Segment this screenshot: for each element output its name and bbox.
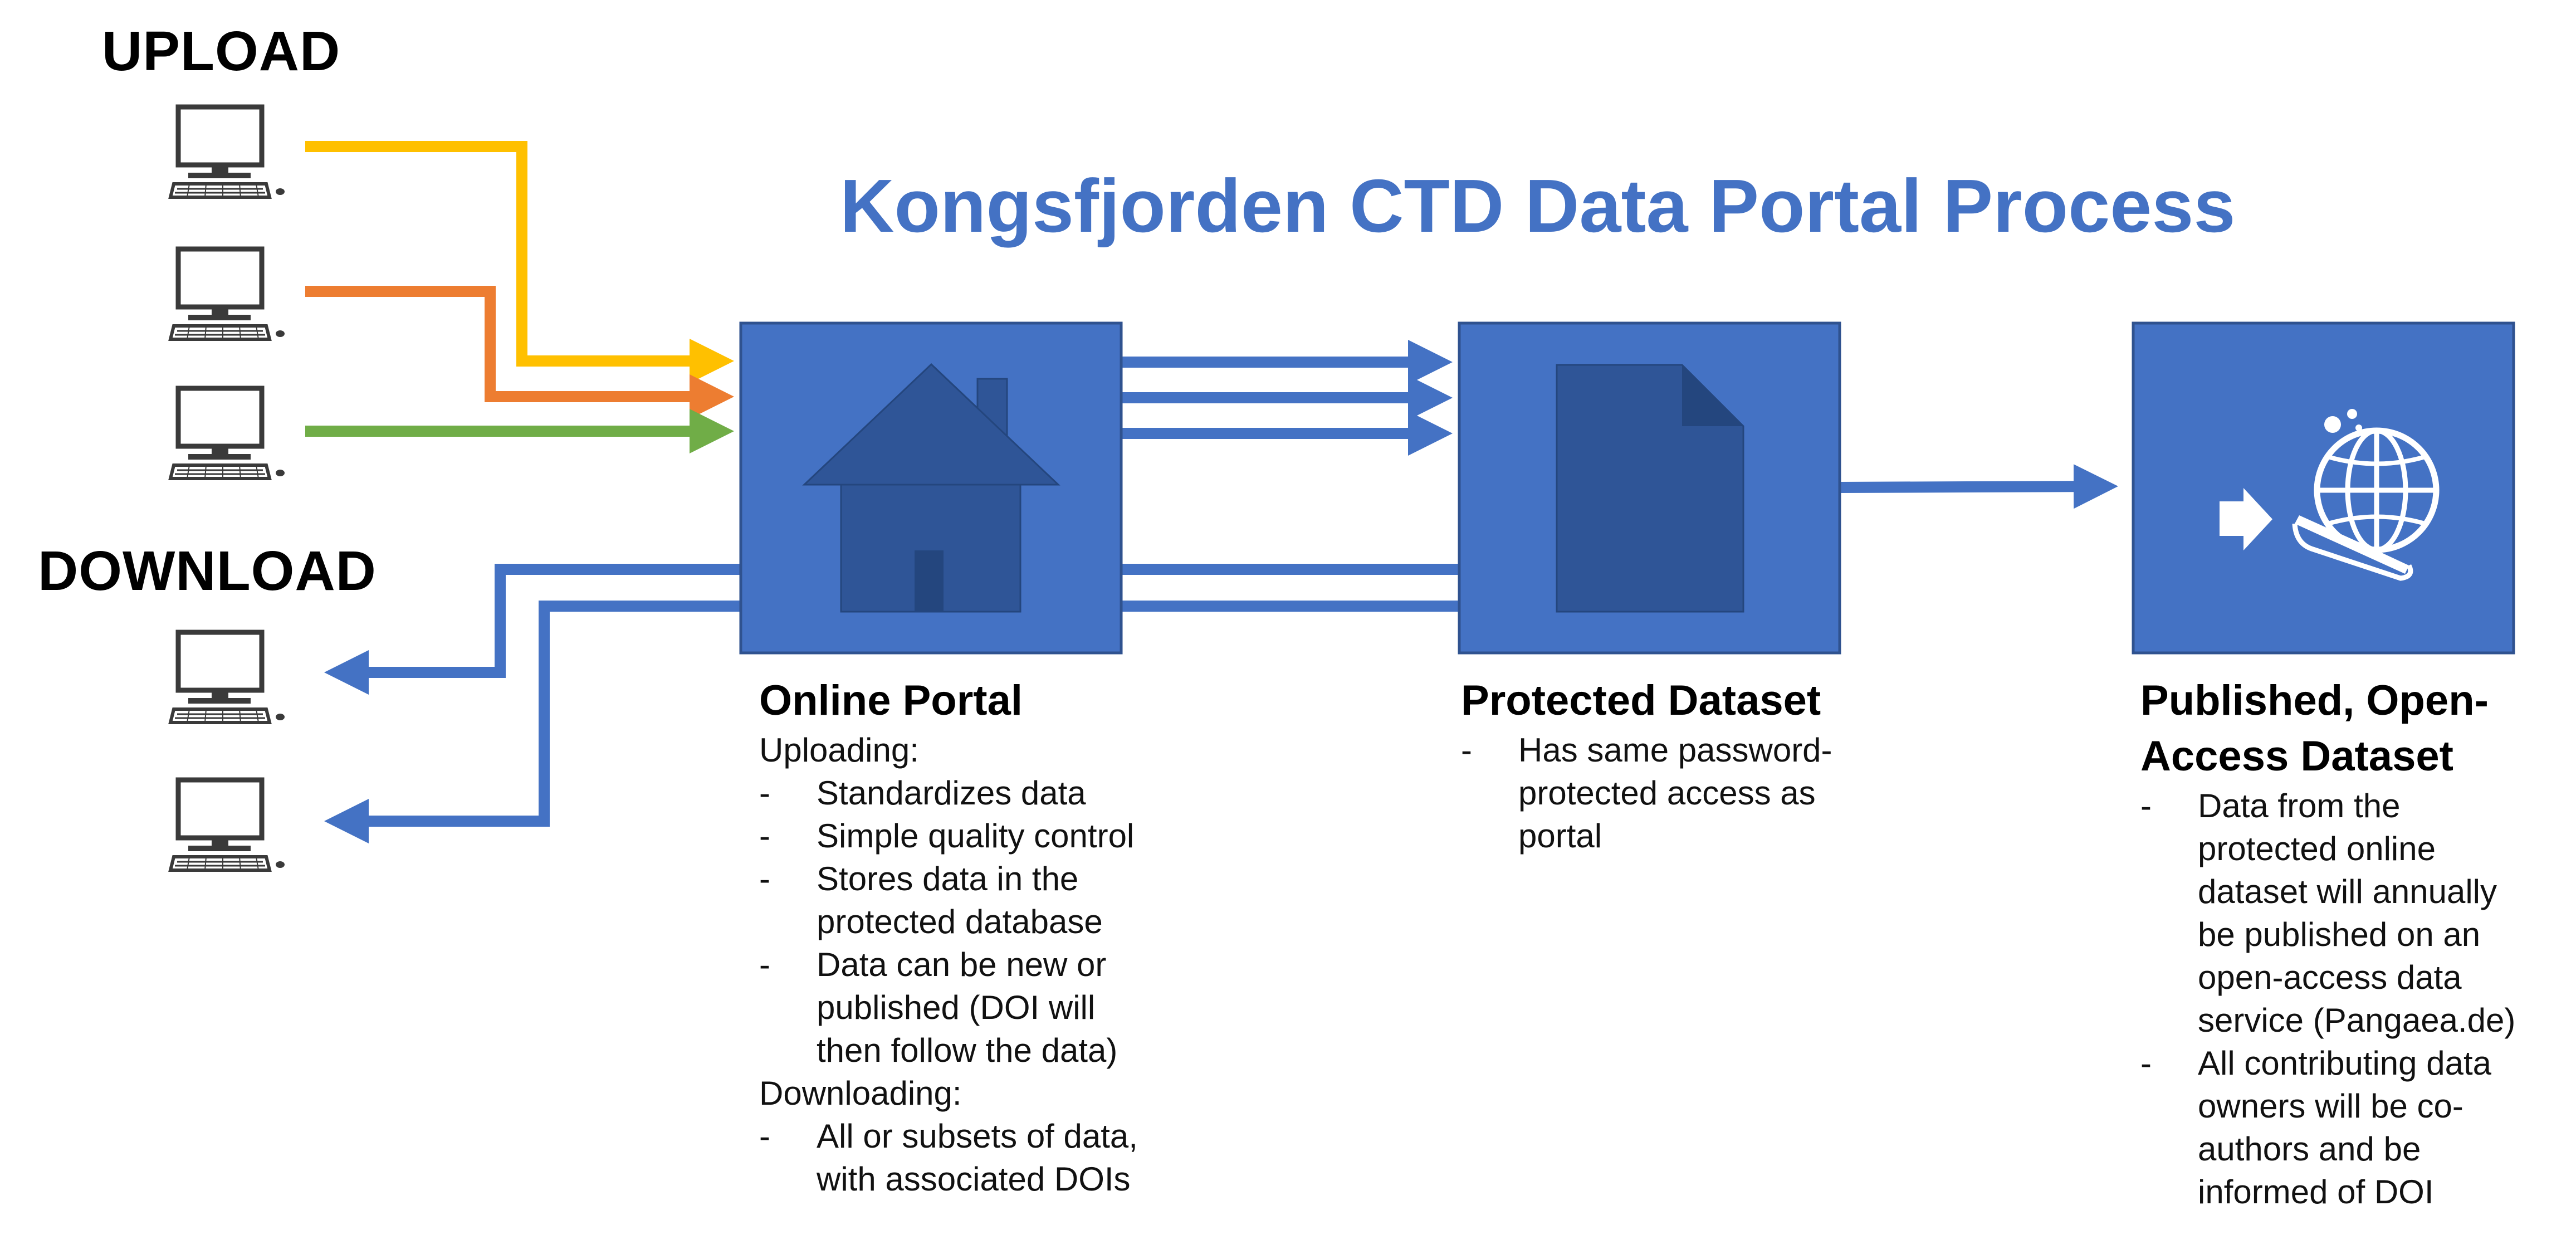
- upload-label: UPLOAD: [102, 20, 341, 82]
- list-item-continuation: protected access as: [1518, 774, 1816, 812]
- list-item-continuation: service (Pangaea.de): [2198, 1002, 2516, 1039]
- download-computer-2-icon: [170, 780, 285, 870]
- download-label: DOWNLOAD: [38, 540, 377, 602]
- list-item-continuation: open-access data: [2198, 959, 2462, 996]
- published-dataset-title: Published, Open- Access Dataset: [2140, 673, 2575, 784]
- published-title-line: Access Dataset: [2140, 733, 2453, 780]
- list-item: Has same password-: [1461, 729, 1962, 772]
- downloading-list: All or subsets of data,with associated D…: [759, 1115, 1260, 1201]
- globe-upload-icon: [2220, 409, 2440, 581]
- list-item-continuation: then follow the data): [817, 1032, 1118, 1069]
- house-icon: [802, 363, 1060, 613]
- download-arrow-2: [324, 601, 741, 843]
- list-item-continuation: published (DOI will: [817, 989, 1096, 1026]
- list-item: Data can be new or: [759, 943, 1260, 986]
- protected-dataset-list: Has same password-protected access as por…: [1461, 729, 1962, 857]
- upload-computer-2-icon: [170, 249, 285, 339]
- list-item-continuation: protected online: [2198, 830, 2436, 867]
- list-item-continuation: owners will be co-: [2198, 1087, 2463, 1125]
- list-item-continuation: be published on an: [2198, 916, 2481, 953]
- list-item-continuation: authors and be: [2198, 1130, 2421, 1168]
- upload-arrow-yellow: [305, 141, 735, 383]
- list-item: All contributing data: [2140, 1042, 2575, 1085]
- list-item-continuation: with associated DOIs: [817, 1160, 1131, 1198]
- list-item: Simple quality control: [759, 814, 1260, 857]
- uploading-list: Standardizes dataSimple quality controlS…: [759, 772, 1260, 1072]
- published-dataset-caption: Published, Open- Access Dataset Data from…: [2140, 673, 2575, 1213]
- downloading-heading: Downloading:: [759, 1075, 962, 1112]
- list-item: Stores data in the: [759, 857, 1260, 900]
- document-icon: [1556, 364, 1744, 613]
- protected-dataset-caption: Protected Dataset Has same password-prot…: [1461, 673, 1962, 857]
- upload-computer-3-icon: [170, 388, 285, 479]
- list-item: All or subsets of data,: [759, 1115, 1260, 1158]
- list-item: Data from the: [2140, 784, 2575, 827]
- list-item-continuation: protected database: [817, 903, 1103, 940]
- online-portal-title: Online Portal: [759, 677, 1023, 724]
- download-computer-1-icon: [170, 632, 285, 723]
- protected-dataset-title: Protected Dataset: [1461, 677, 1821, 724]
- list-item: Standardizes data: [759, 772, 1260, 814]
- published-title-line: Published, Open-: [2140, 677, 2489, 724]
- upload-computer-1-icon: [170, 107, 285, 197]
- uploading-heading: Uploading:: [759, 731, 919, 769]
- online-portal-caption: Online Portal Uploading: Standardizes da…: [759, 673, 1260, 1201]
- list-item-continuation: informed of DOI: [2198, 1173, 2434, 1211]
- list-item-continuation: portal: [1518, 817, 1602, 855]
- list-item-continuation: dataset will annually: [2198, 873, 2497, 910]
- page-title: Kongsfjorden CTD Data Portal Process: [840, 164, 2236, 248]
- upload-arrow-orange: [305, 286, 735, 419]
- download-arrow-1: [324, 564, 741, 695]
- dataset-to-published-arrow: [1835, 464, 2118, 509]
